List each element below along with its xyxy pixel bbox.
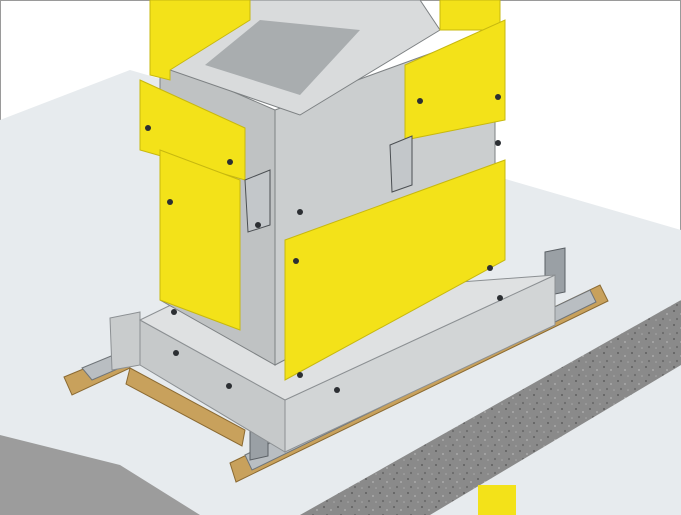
screw-fixing-icon: [297, 372, 303, 378]
insulation-board-top-left: [149, 0, 251, 81]
screw-fixing-icon: [145, 125, 151, 131]
screw-fixing-icon: [495, 140, 501, 146]
steel-bracket-icon: [244, 169, 271, 233]
screw-fixing-icon: [227, 159, 233, 165]
screw-fixing-icon: [417, 98, 423, 104]
insulation-board-top-right: [439, 0, 501, 31]
lower-insulation-board: [478, 485, 516, 515]
screw-fixing-icon: [497, 295, 503, 301]
screw-fixing-icon: [167, 199, 173, 205]
insulation-board-lower-right: [284, 159, 506, 381]
screw-fixing-icon: [293, 258, 299, 264]
base-plinth-left-end: [109, 311, 141, 371]
concrete-slab-edge: [300, 300, 681, 515]
insulation-board-lower-left: [159, 149, 241, 331]
timber-batten-front: [125, 367, 246, 447]
column-core-shadow: [205, 20, 360, 95]
screw-fixings: [145, 94, 503, 393]
steel-bracket-icon: [389, 135, 413, 193]
screw-fixing-icon: [173, 350, 179, 356]
screw-fixing-icon: [487, 265, 493, 271]
screw-fixing-icon: [495, 94, 501, 100]
insulation-board-upper-right: [404, 19, 506, 141]
screw-fixing-icon: [334, 387, 340, 393]
screw-fixing-icon: [255, 222, 261, 228]
concrete-slab-corner: [0, 435, 200, 515]
screw-fixing-icon: [171, 309, 177, 315]
screw-fixing-icon: [226, 383, 232, 389]
screw-fixing-icon: [297, 209, 303, 215]
